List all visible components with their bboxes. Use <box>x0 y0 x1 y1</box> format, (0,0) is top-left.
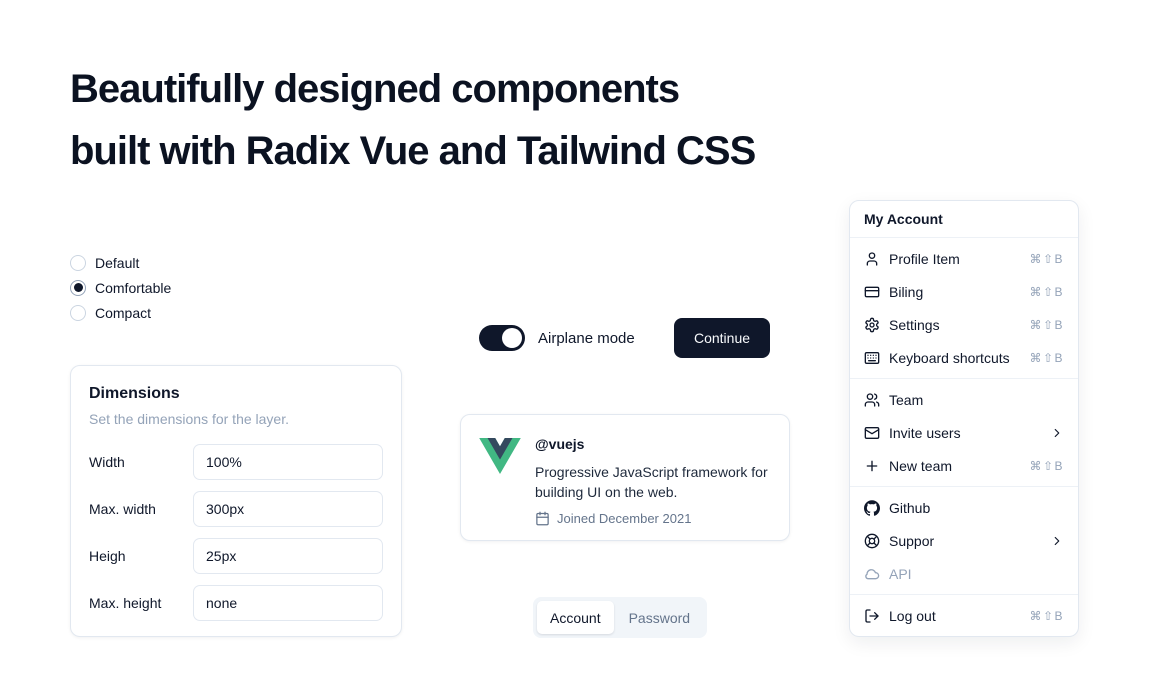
width-input[interactable] <box>193 444 383 480</box>
menu-item-label: Biling <box>889 283 924 300</box>
menu-shortcut: ⌘⇧B <box>1029 284 1064 299</box>
menu-item-billing[interactable]: Biling ⌘⇧B <box>854 275 1074 308</box>
menu-separator <box>850 378 1078 379</box>
logout-icon <box>865 608 879 623</box>
keyboard-icon <box>864 351 880 364</box>
field-label: Width <box>89 454 125 470</box>
field-row-height: Heigh <box>89 538 383 574</box>
menu-shortcut: ⌘⇧B <box>1029 608 1064 623</box>
page-title-line-2: built with Radix Vue and Tailwind CSS <box>70 129 756 173</box>
menu-item-api: API <box>854 557 1074 590</box>
cloud-icon <box>865 568 880 579</box>
menu-item-team[interactable]: Team <box>854 383 1074 416</box>
toggle-knob <box>502 328 522 348</box>
lifebuoy-icon <box>864 533 880 548</box>
max-height-input[interactable] <box>193 585 383 621</box>
menu-item-label: API <box>889 565 912 582</box>
menu-item-label: Invite users <box>889 424 961 441</box>
menu-item-label: Github <box>889 499 931 516</box>
menu-item-invite-users[interactable]: Invite users <box>854 416 1074 449</box>
airplane-mode-label: Airplane mode <box>538 329 635 347</box>
menu-item-label: New team <box>889 457 953 474</box>
menu-separator <box>850 594 1078 595</box>
tab-password[interactable]: Password <box>616 601 703 634</box>
profile-joined-row: Joined December 2021 <box>535 511 771 526</box>
plus-icon <box>866 460 878 471</box>
menu-item-keyboard-shortcuts[interactable]: Keyboard shortcuts ⌘⇧B <box>854 341 1074 374</box>
menu-item-label: Profile Item <box>889 250 960 267</box>
user-icon <box>866 251 878 266</box>
menu-item-profile[interactable]: Profile Item ⌘⇧B <box>854 242 1074 275</box>
radio-circle-icon[interactable] <box>70 304 86 321</box>
menu-group-external: Github Suppor API <box>850 487 1078 594</box>
continue-button[interactable]: Continue <box>674 318 770 358</box>
density-radio-group: Default Comfortable Compact <box>70 250 171 325</box>
radio-option-default[interactable]: Default <box>70 250 171 275</box>
page-title: Beautifully designed components built wi… <box>70 58 756 182</box>
field-row-max-height: Max. height <box>89 585 383 621</box>
profile-description: Progressive JavaScript framework for bui… <box>535 464 768 500</box>
page-title-line-1: Beautifully designed components <box>70 67 680 111</box>
menu-item-label: Log out <box>889 607 936 624</box>
gear-icon <box>865 317 879 332</box>
menu-shortcut: ⌘⇧B <box>1029 458 1064 473</box>
credit-card-icon <box>864 286 880 297</box>
menu-shortcut: ⌘⇧B <box>1029 251 1064 266</box>
mail-icon <box>864 426 880 439</box>
field-label: Max. height <box>89 595 162 611</box>
menu-item-label: Team <box>889 391 924 408</box>
users-icon <box>864 392 880 407</box>
radio-label: Compact <box>95 304 152 321</box>
account-tabs: Account Password <box>533 597 708 638</box>
radio-option-comfortable[interactable]: Comfortable <box>70 275 171 300</box>
profile-handle: @vuejs <box>535 436 585 452</box>
menu-title: My Account <box>864 211 943 227</box>
airplane-mode-toggle[interactable] <box>479 325 525 351</box>
chevron-right-icon <box>1054 536 1060 545</box>
github-icon <box>864 499 880 516</box>
radio-option-compact[interactable]: Compact <box>70 300 171 325</box>
menu-item-settings[interactable]: Settings ⌘⇧B <box>854 308 1074 341</box>
menu-shortcut: ⌘⇧B <box>1029 350 1064 365</box>
menu-group-profile: Profile Item ⌘⇧B Biling ⌘⇧B Settings ⌘⇧B… <box>850 238 1078 378</box>
radio-circle-icon[interactable] <box>70 254 86 271</box>
field-label: Heigh <box>89 548 126 564</box>
airplane-mode-row: Airplane mode <box>479 325 635 351</box>
field-row-max-width: Max. width <box>89 491 383 527</box>
radio-label: Comfortable <box>95 279 172 296</box>
dimensions-card: Dimensions Set the dimensions for the la… <box>70 365 402 637</box>
menu-item-log-out[interactable]: Log out ⌘⇧B <box>854 599 1074 632</box>
chevron-right-icon <box>1054 428 1060 437</box>
menu-group-logout: Log out ⌘⇧B <box>850 595 1078 636</box>
radio-circle-icon[interactable] <box>70 279 86 296</box>
dimensions-fields: Width Max. width Heigh Max. height <box>89 444 383 621</box>
profile-hover-card: @vuejs Progressive JavaScript framework … <box>460 414 790 541</box>
field-label: Max. width <box>89 501 156 517</box>
menu-item-label: Keyboard shortcuts <box>889 349 1010 366</box>
height-input[interactable] <box>193 538 383 574</box>
menu-item-support[interactable]: Suppor <box>854 524 1074 557</box>
menu-shortcut: ⌘⇧B <box>1029 317 1064 332</box>
max-width-input[interactable] <box>193 491 383 527</box>
dimensions-title: Dimensions <box>89 385 180 402</box>
calendar-icon <box>536 511 549 526</box>
menu-item-label: Suppor <box>889 532 935 549</box>
profile-joined-text: Joined December 2021 <box>557 511 692 526</box>
menu-separator <box>850 486 1078 487</box>
menu-item-github[interactable]: Github <box>854 491 1074 524</box>
vue-logo-icon <box>479 438 521 474</box>
menu-group-team: Team Invite users New team ⌘⇧B <box>850 379 1078 486</box>
menu-item-new-team[interactable]: New team ⌘⇧B <box>854 449 1074 482</box>
menu-item-label: Settings <box>889 316 940 333</box>
menu-separator <box>850 237 1078 238</box>
tab-account[interactable]: Account <box>537 601 614 634</box>
field-row-width: Width <box>89 444 383 480</box>
profile-card-body: @vuejs Progressive JavaScript framework … <box>535 436 771 526</box>
radio-label: Default <box>95 254 140 271</box>
account-dropdown-menu: My Account Profile Item ⌘⇧B Biling ⌘⇧B S… <box>849 200 1079 637</box>
dimensions-subtitle: Set the dimensions for the layer. <box>89 411 289 427</box>
